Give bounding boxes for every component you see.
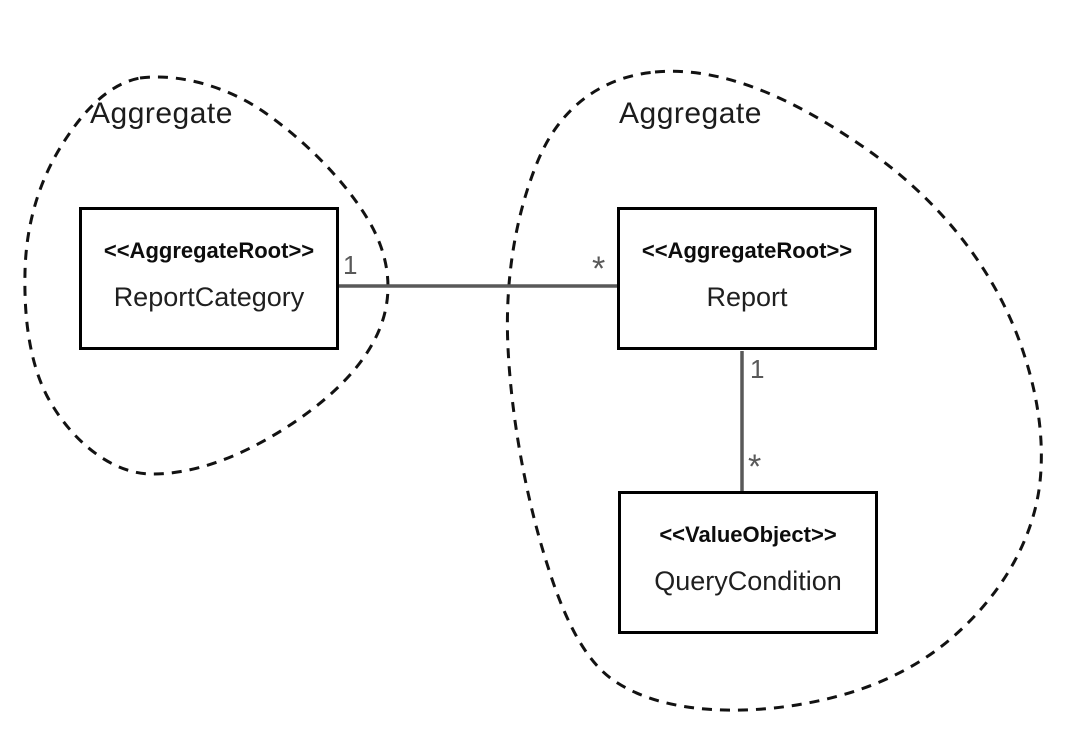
class-box-reportcategory: <<AggregateRoot>> ReportCategory — [79, 207, 339, 350]
class-name-querycondition: QueryCondition — [654, 566, 842, 596]
aggregate-boundary-left — [23, 75, 390, 476]
multiplicity-querycondition-end: * — [748, 448, 762, 486]
multiplicity-report-lower-end: 1 — [750, 354, 765, 384]
class-name-report: Report — [706, 282, 788, 312]
stereotype-reportcategory: <<AggregateRoot>> — [103, 238, 315, 263]
aggregate-boundary-right — [505, 69, 1043, 712]
aggregate-label-right: Aggregate — [619, 97, 762, 130]
stereotype-report: <<AggregateRoot>> — [641, 238, 853, 263]
multiplicity-reportcategory-end: 1 — [343, 250, 358, 280]
aggregate-label-left: Aggregate — [90, 97, 233, 130]
class-name-reportcategory: ReportCategory — [113, 282, 305, 312]
multiplicity-report-end: * — [592, 250, 606, 288]
stereotype-querycondition: <<ValueObject>> — [659, 522, 837, 547]
class-box-querycondition: <<ValueObject>> QueryCondition — [618, 491, 878, 634]
class-box-report: <<AggregateRoot>> Report — [617, 207, 877, 350]
